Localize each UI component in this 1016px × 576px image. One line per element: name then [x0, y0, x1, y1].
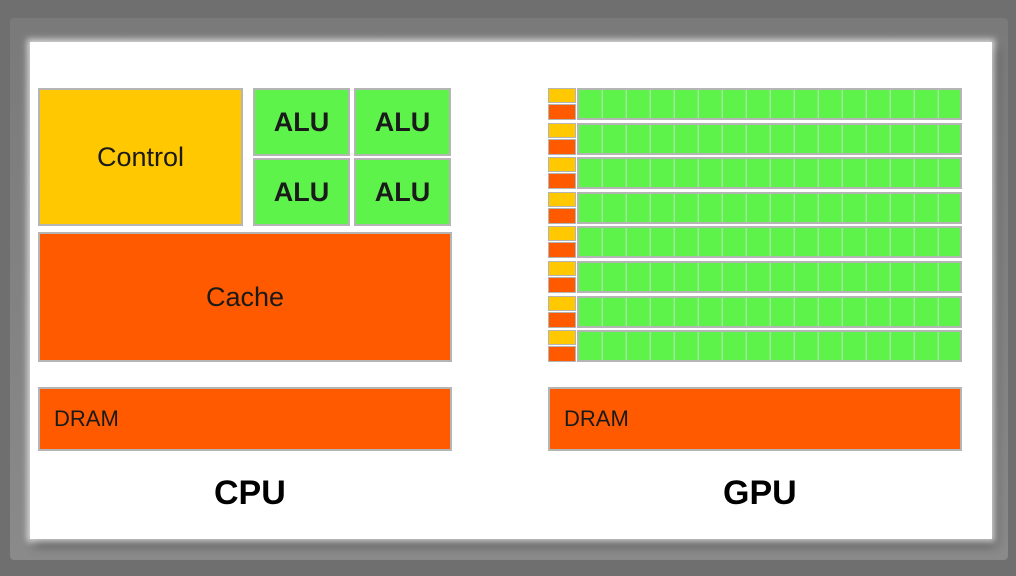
gpu-row [548, 122, 962, 155]
gpu-control-cell [548, 226, 576, 242]
gpu-cache-cell [548, 138, 576, 155]
cpu-dram-block: DRAM [38, 387, 452, 451]
gpu-row [548, 88, 962, 120]
gpu-cache-cell [548, 311, 576, 328]
cpu-dram-label: DRAM [54, 406, 119, 431]
cpu-alu-block: ALU [354, 88, 451, 156]
cpu-alu-block: ALU [354, 158, 451, 226]
gpu-row [548, 330, 962, 363]
gpu-alu-strip [577, 330, 962, 363]
gpu-row [548, 191, 962, 224]
gpu-cache-cell [548, 104, 576, 120]
cpu-cache-label: Cache [205, 281, 285, 312]
cpu-alu-label: ALU [374, 106, 431, 137]
gpu-control-cell [548, 295, 576, 311]
gpu-control-cell [548, 88, 576, 103]
cpu-control-label: Control [96, 141, 185, 172]
gpu-cache-cell [548, 346, 576, 363]
gpu-control-cell [548, 157, 576, 173]
gpu-alu-strip [577, 157, 962, 190]
gpu-control-cell [548, 330, 576, 346]
cpu-control-block: Control [38, 88, 243, 226]
gpu-alu-strip [577, 295, 962, 328]
gpu-dram-block: DRAM [548, 387, 962, 451]
gpu-row [548, 295, 962, 328]
gpu-control-cell [548, 191, 576, 207]
cpu-alu-block: ALU [253, 88, 350, 156]
gpu-cache-cell [548, 173, 576, 190]
cpu-alu-label: ALU [273, 106, 330, 137]
cpu-alu-label: ALU [374, 176, 431, 207]
gpu-alu-strip [577, 226, 962, 259]
gpu-alu-strip [577, 88, 962, 120]
gpu-control-cell [548, 122, 576, 138]
gpu-alu-strip [577, 122, 962, 155]
gpu-row [548, 261, 962, 293]
cpu-cache-block: Cache [38, 232, 452, 362]
gpu-alu-strip [577, 261, 962, 293]
gpu-cache-cell [548, 277, 576, 293]
gpu-alu-strip [577, 191, 962, 224]
gpu-row [548, 226, 962, 259]
gpu-title: GPU [723, 474, 797, 512]
gpu-control-cell [548, 261, 576, 276]
cpu-title: CPU [214, 474, 286, 512]
cpu-alu-block: ALU [253, 158, 350, 226]
gpu-cache-cell [548, 207, 576, 224]
gpu-dram-label: DRAM [564, 406, 629, 431]
gpu-row [548, 157, 962, 190]
gpu-cache-cell [548, 242, 576, 259]
cpu-alu-label: ALU [273, 176, 330, 207]
